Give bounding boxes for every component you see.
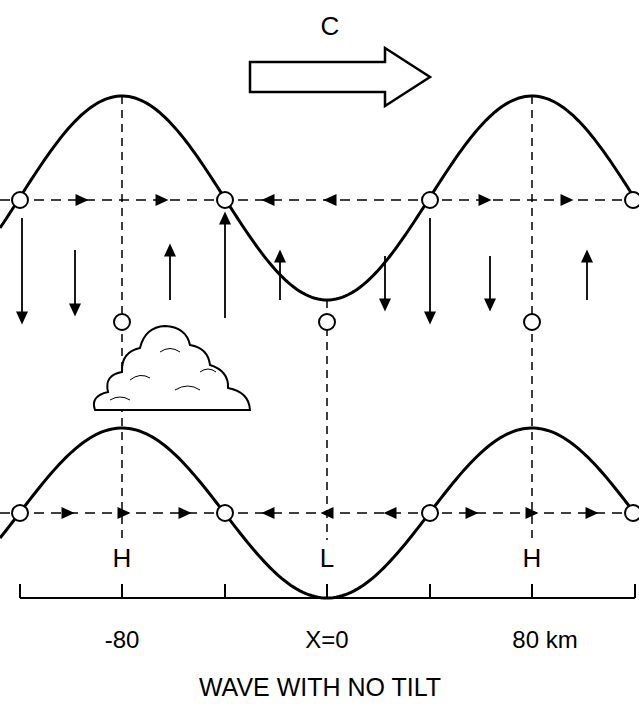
arrow-head [424,312,436,325]
phase-circle [114,314,130,330]
distance-label-holder: -80 [103,627,142,653]
arrow-head [466,507,479,519]
vertical-motion-arrow [169,256,171,300]
vertical-motion-arrow [21,218,23,312]
arrow-head [379,299,391,312]
arrow-head [156,194,169,206]
vertical-motion-arrow [74,250,76,304]
dashed-guide [326,300,328,540]
flow-line [0,199,639,201]
phase-speed-arrow [250,48,430,106]
high-pressure-label-holder: H [521,544,544,573]
phase-circle [422,192,438,208]
arrow-head [262,507,275,519]
high-pressure-label: H [521,544,544,573]
arrow-head [586,507,599,519]
arrow-head [384,507,397,519]
arrow-head [561,194,574,206]
arrow-head [76,194,89,206]
phase-circle [625,505,639,521]
axis-tick [19,584,21,598]
axis-tick [326,584,328,598]
distance-label: -80 [103,627,142,653]
vertical-motion-arrow [489,256,491,299]
arrow-head [179,507,192,519]
vertical-motion-arrow [384,256,386,299]
arrow-head [262,194,275,206]
distance-label-holder: X=0 [303,627,350,653]
phase-speed-label-holder: C [319,12,342,41]
axis-tick [224,584,226,598]
figure-caption-holder: WAVE WITH NO TILT [197,674,443,702]
cumulus-cloud [94,326,250,410]
phase-circle [422,505,438,521]
distance-label: X=0 [303,627,350,653]
arrow-head [324,194,337,206]
phase-circle [625,192,639,208]
cloud-texture [110,349,216,401]
high-pressure-label: H [111,544,134,573]
phase-circle [217,505,233,521]
arrow-head [526,507,539,519]
distance-label: 80 km [510,627,579,653]
low-pressure-label: L [318,544,336,573]
axis-tick [531,584,533,598]
phase-circle [12,192,28,208]
phase-circle [524,314,540,330]
arrow-head [16,312,28,325]
figure-caption: WAVE WITH NO TILT [197,674,443,702]
phase-speed-label: C [319,12,342,41]
wave-layer [0,96,639,598]
arrow-head [62,507,75,519]
phase-circle [217,192,233,208]
axis-tick [634,584,636,598]
low-pressure-label-holder: L [318,544,336,573]
vertical-motion-arrow [279,262,281,300]
phase-circle [319,314,335,330]
phase-circle [12,505,28,521]
axis-tick [429,584,431,598]
arrow-head [219,212,231,225]
arrow-head [69,304,81,317]
vertical-motion-arrow [429,218,431,312]
arrow-head [581,250,593,263]
high-pressure-label-holder: H [111,544,134,573]
lower-wave [0,428,639,598]
vertical-motion-arrow [224,224,226,318]
vertical-motion-arrow [586,262,588,300]
flow-line [0,512,639,514]
arrow-head [321,507,334,519]
arrow-head [479,194,492,206]
axis-tick [121,584,123,598]
arrow-head [484,299,496,312]
distance-label-holder: 80 km [510,627,579,653]
upper-wave [0,96,639,300]
arrow-head [164,244,176,257]
arrow-head [274,250,286,263]
arrow-head [118,507,131,519]
